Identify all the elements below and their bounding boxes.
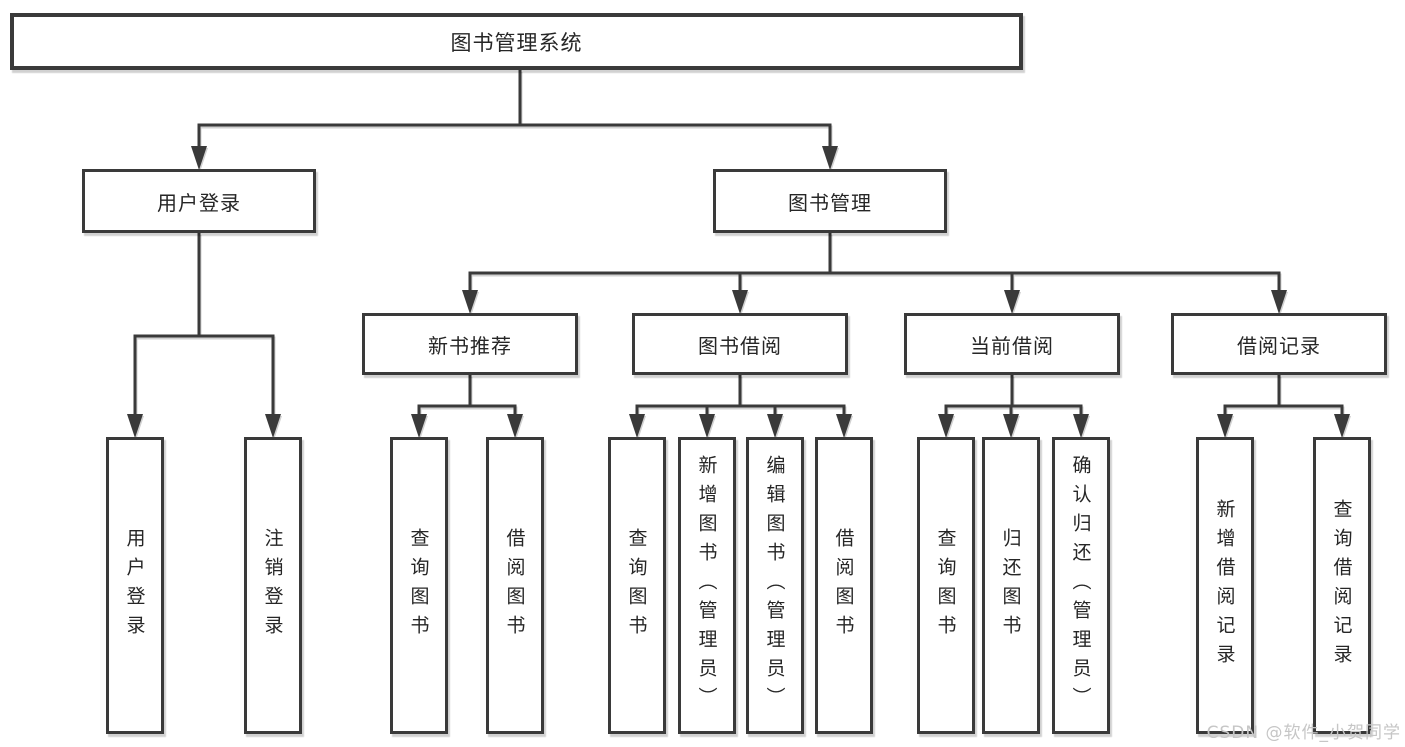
node-book-borrowing: 图书借阅 (632, 313, 848, 375)
node-user-login: 用户登录 (82, 169, 316, 233)
leaf-borrowing-edit-books-admin: 编辑图书（管理员） (746, 437, 804, 734)
leaf-recommend-query-books: 查询图书 (390, 437, 448, 734)
node-current-borrowing: 当前借阅 (904, 313, 1120, 375)
node-borrowing-records: 借阅记录 (1171, 313, 1387, 375)
node-new-book-recommend: 新书推荐 (362, 313, 578, 375)
leaf-logout-login: 注销登录 (244, 437, 302, 734)
node-book-management: 图书管理 (713, 169, 947, 233)
leaf-records-query-borrow-record: 查询借阅记录 (1313, 437, 1371, 734)
leaf-borrowing-query-books: 查询图书 (608, 437, 666, 734)
csdn-watermark: CSDN @软件_小贺同学 (1206, 723, 1401, 743)
leaf-current-return-books: 归还图书 (982, 437, 1040, 734)
leaf-borrowing-add-books-admin: 新增图书（管理员） (678, 437, 736, 734)
node-library-management-system: 图书管理系统 (10, 13, 1023, 70)
leaf-borrowing-borrow-books: 借阅图书 (815, 437, 873, 734)
leaf-records-add-borrow-record: 新增借阅记录 (1196, 437, 1254, 734)
leaf-recommend-borrow-books: 借阅图书 (486, 437, 544, 734)
leaf-current-query-books: 查询图书 (917, 437, 975, 734)
leaf-user-login: 用户登录 (106, 437, 164, 734)
leaf-current-confirm-return-admin: 确认归还（管理员） (1052, 437, 1110, 734)
